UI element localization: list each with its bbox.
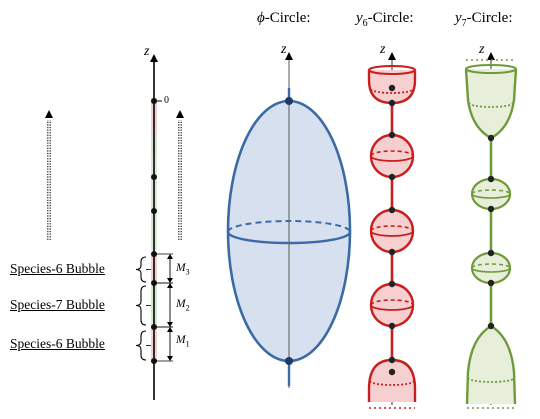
dotted-arrow-head-0 (45, 110, 53, 118)
gap-m1-symbol: M (176, 334, 186, 346)
y6-sphere-2-equator-back (370, 225, 414, 232)
y6-node-9 (388, 368, 396, 376)
gap-label-m2: M2 (176, 298, 190, 312)
y7-ellipsoid-2-equator-back (471, 263, 511, 269)
y6-symbol: y (356, 10, 363, 26)
y6-sphere-1-equator-back (370, 150, 414, 157)
gap-arrow-m3-top (167, 254, 173, 259)
brace-species-6-upper (135, 256, 147, 283)
phi-circle-title: ϕ-Circle: (257, 10, 311, 27)
y6-title-suffix: -Circle: (367, 10, 414, 26)
y7-circle-title: y7-Circle: (455, 10, 513, 29)
z-axis-label-y7: z (479, 42, 485, 57)
dotted-arrow-head-1 (176, 110, 184, 118)
y7-ellipsoid-2 (470, 251, 512, 285)
y7-symbol: y (455, 10, 462, 26)
gap-arrow-m1-bottom (167, 356, 173, 361)
y6-circle-title: y6-Circle: (356, 10, 414, 29)
gap-arrow-m1-top (167, 327, 173, 332)
y6-bottom-cup (367, 358, 417, 402)
gap-label-m1: M1 (176, 334, 190, 348)
y6-sphere-3 (369, 282, 415, 328)
y7-z-axis-arrow (487, 52, 495, 60)
y6-node-6 (388, 280, 396, 288)
y6-sphere-2 (369, 208, 415, 254)
gap-arrow-m2-bottom (167, 322, 173, 327)
y6-z-axis-arrow (388, 52, 396, 60)
y7-ellipsoid-1-equator-back (471, 189, 511, 195)
gap-m3-subscript: 3 (185, 267, 190, 277)
y6-sphere-3-equator-back (370, 299, 414, 306)
y6-top-cup-dots (370, 88, 414, 94)
axis-point-1 (151, 174, 157, 180)
y7-node-3 (487, 249, 495, 257)
bubble-label-species-6-upper: Species-6 Bubble (10, 261, 105, 276)
brace-species-6-lower (135, 330, 147, 361)
y6-node-2 (388, 131, 396, 139)
phi-pole-top (285, 97, 293, 105)
z-axis-label-main: z (144, 44, 150, 59)
brace-species-7 (135, 285, 147, 326)
y7-top-funnel (464, 68, 518, 140)
y7-subscript: 7 (461, 18, 467, 29)
y6-node-1 (388, 99, 396, 107)
y6-subscript: 6 (362, 18, 368, 29)
y7-node-1 (487, 175, 495, 183)
y6-node-8 (388, 356, 396, 364)
y6-node-4 (388, 206, 396, 214)
z-axis-label-y6: z (380, 42, 386, 57)
origin-label: 0 (164, 95, 169, 106)
gap-arrow-m3-bottom (167, 278, 173, 283)
gap-m2-subscript: 2 (185, 303, 190, 313)
z-axis-label-phi: z (281, 42, 287, 57)
gap-label-m3: M3 (176, 262, 190, 276)
gap-m2-symbol: M (176, 298, 186, 310)
axis-point-0 (151, 98, 157, 104)
y6-sphere-2-equator-front (370, 230, 414, 237)
y7-bottom-bell (465, 324, 517, 405)
y7-top-funnel-rim (465, 64, 517, 74)
y7-node-2 (487, 205, 495, 213)
phi-title-suffix: -Circle: (264, 10, 311, 26)
y7-node-4 (487, 279, 495, 287)
y6-node-3 (388, 173, 396, 181)
y6-sphere-1 (369, 133, 415, 179)
bubble-label-species-7: Species-7 Bubble (10, 297, 105, 312)
bubble-label-species-6-lower: Species-6 Bubble (10, 336, 105, 351)
y6-sphere-1-equator-front (370, 155, 414, 162)
y6-top-cup-rim (368, 65, 416, 75)
y6-sphere-3-equator-front (370, 304, 414, 311)
y7-ellipsoid-1-equator-front (471, 193, 511, 199)
main-z-axis-arrow (150, 54, 158, 62)
y6-node-5 (388, 248, 396, 256)
gap-m1-subscript: 1 (185, 339, 190, 349)
y7-ellipsoid-2-equator-front (471, 267, 511, 273)
y6-node-7 (388, 322, 396, 330)
axis-point-2 (151, 208, 157, 214)
phi-symbol: ϕ (257, 10, 265, 26)
y7-title-suffix: -Circle: (466, 10, 513, 26)
y7-node-5 (487, 322, 495, 330)
phi-z-axis-arrow (285, 52, 293, 60)
y7-node-0 (487, 134, 495, 142)
y7-bottom-bell-dots (467, 377, 515, 383)
y7-ellipsoid-1 (470, 177, 512, 211)
y6-node-0 (388, 84, 396, 92)
gap-arrow-m2-top (167, 283, 173, 288)
phi-pole-bottom (285, 357, 293, 365)
gap-m3-symbol: M (176, 262, 186, 274)
